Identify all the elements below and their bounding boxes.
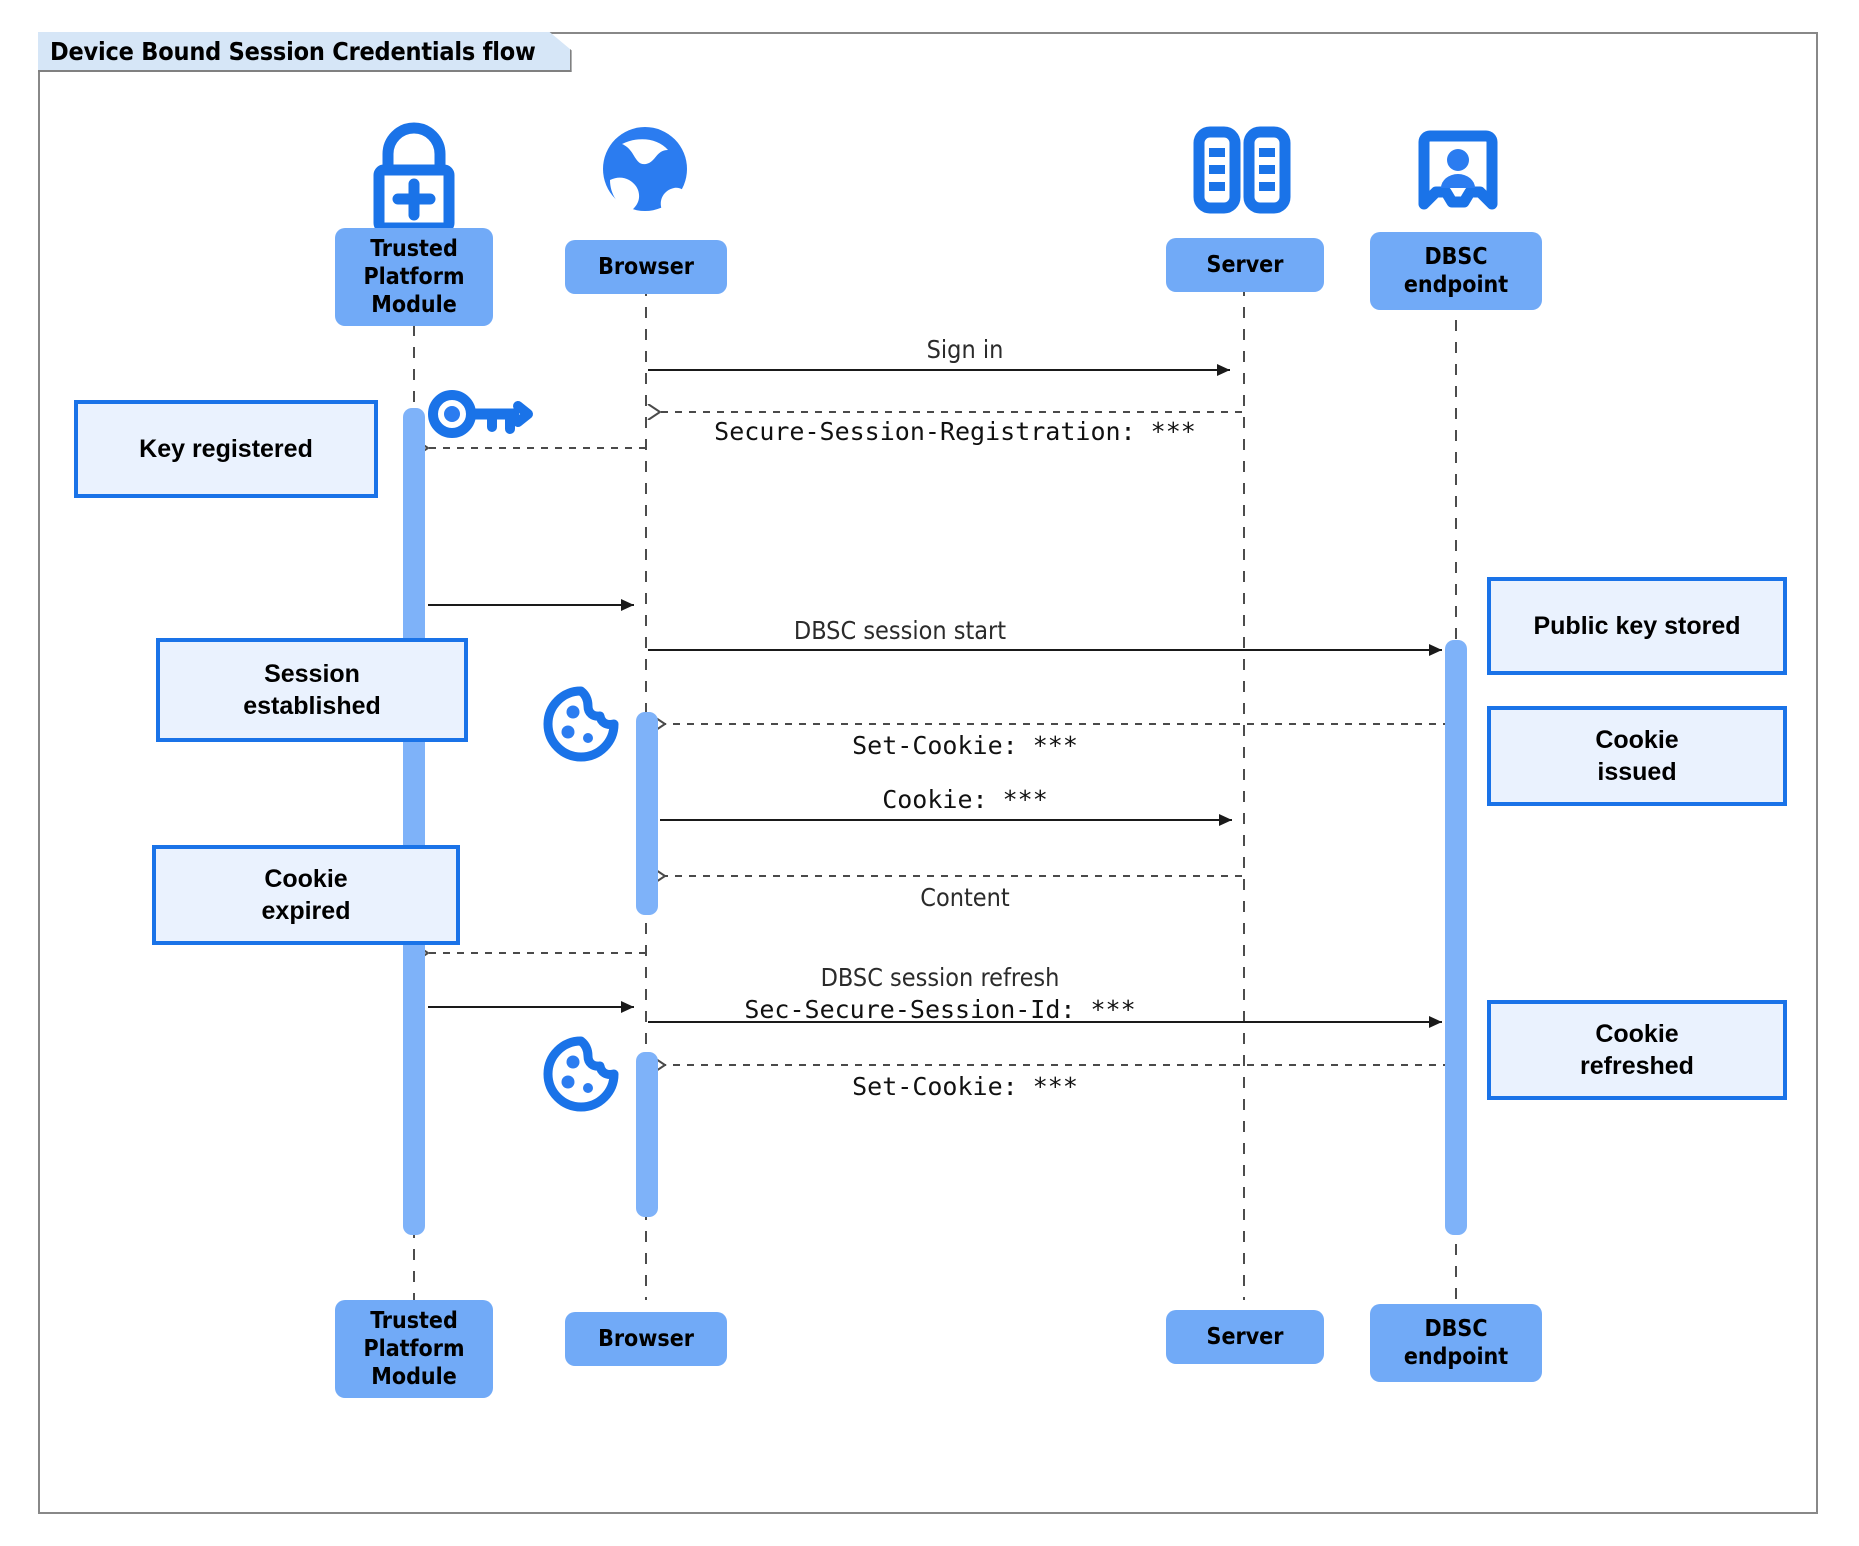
note-text: Public key stored — [1533, 612, 1741, 640]
message-label-dbsc-session-refresh: DBSC session refresh — [820, 963, 1060, 992]
participant-header-server[interactable]: Server — [1166, 238, 1324, 292]
participant-footer-server[interactable]: Server — [1166, 1310, 1324, 1364]
participant-footer-tpm[interactable]: Trusted Platform Module — [335, 1300, 493, 1398]
participant-label-server: Server — [1206, 251, 1284, 278]
participant-footer-label-tpm: Trusted Platform Module — [363, 1307, 465, 1391]
note-text: Cookie refreshed — [1580, 1020, 1694, 1080]
note-session-established: Session established — [156, 638, 468, 742]
message-label-set-cookie-1: Set-Cookie: *** — [852, 731, 1078, 760]
message-label-sign-in: Sign in — [926, 335, 1004, 364]
note-text: Cookie expired — [261, 865, 351, 925]
note-text: Session established — [243, 660, 381, 720]
participant-header-dbsc[interactable]: DBSC endpoint — [1370, 232, 1542, 310]
participant-footer-label-browser: Browser — [598, 1325, 694, 1352]
frame-title-tab: Device Bound Session Credentials flow — [38, 32, 572, 72]
message-label-content: Content — [920, 883, 1010, 912]
message-label-set-cookie-2: Set-Cookie: *** — [852, 1072, 1078, 1101]
message-label-sec-secure-session-id: Sec-Secure-Session-Id: *** — [744, 995, 1136, 1024]
note-text: Key registered — [139, 435, 313, 463]
participant-header-browser[interactable]: Browser — [565, 240, 727, 294]
participant-label-dbsc: DBSC endpoint — [1403, 243, 1509, 298]
activation-bar-tpm — [403, 408, 425, 1235]
note-cookie-issued: Cookie issued — [1487, 706, 1787, 806]
page-title: Device Bound Session Credentials flow — [50, 36, 536, 66]
participant-label-tpm: Trusted Platform Module — [363, 235, 465, 319]
participant-label-browser: Browser — [598, 253, 694, 280]
message-label-dbsc-session-start: DBSC session start — [793, 616, 1007, 645]
participant-footer-dbsc[interactable]: DBSC endpoint — [1370, 1304, 1542, 1382]
participant-header-tpm[interactable]: Trusted Platform Module — [335, 228, 493, 326]
activation-bar-dbsc — [1445, 640, 1467, 1235]
participant-footer-label-dbsc: DBSC endpoint — [1403, 1315, 1509, 1370]
note-cookie-expired: Cookie expired — [152, 845, 460, 945]
note-public-key-stored: Public key stored — [1487, 577, 1787, 675]
activation-bar-browser-2 — [636, 1052, 658, 1217]
participant-footer-label-server: Server — [1206, 1323, 1284, 1350]
message-label-cookie: Cookie: *** — [882, 785, 1048, 814]
note-text: Cookie issued — [1595, 726, 1679, 786]
message-label-secure-session-registration: Secure-Session-Registration: *** — [714, 417, 1196, 446]
note-cookie-refreshed: Cookie refreshed — [1487, 1000, 1787, 1100]
note-key-registered: Key registered — [74, 400, 378, 498]
activation-bar-browser-1 — [636, 712, 658, 915]
participant-footer-browser[interactable]: Browser — [565, 1312, 727, 1366]
